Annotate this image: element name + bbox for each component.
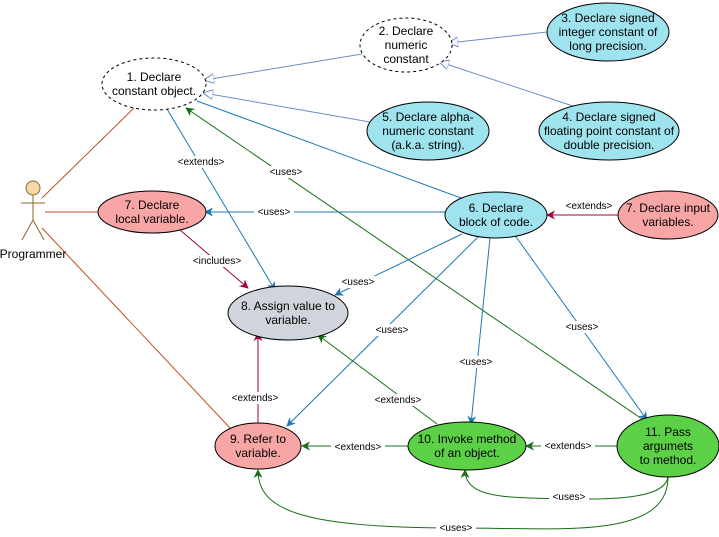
edge-n11-n1 (185, 107, 646, 422)
edge-label-includes-n7a-n8: <includes> (193, 256, 242, 267)
edge-n11-n9-curve (253, 469, 669, 530)
edge-actor-n9 (41, 227, 231, 429)
actor-programmer: Programmer (0, 180, 66, 261)
edge-label-uses-n6-n9: <uses> (376, 325, 409, 336)
edge-n10-n8 (317, 334, 438, 425)
edge-label-extends-n10-n8: <extends> (375, 395, 422, 406)
edge-n5-n1 (204, 93, 371, 123)
edge-label-uses-n6-n7a: <uses> (258, 207, 291, 218)
edge-n1-n8 (166, 108, 276, 291)
edge-n6-n1 (196, 100, 462, 199)
actor-figure-icon (21, 180, 45, 241)
edge-label-uses-n11-n1: <uses> (270, 167, 303, 178)
edge-label-uses-n6-n10: <uses> (460, 357, 493, 368)
edge-label-uses-n11-n10: <uses> (553, 492, 586, 503)
edge-n2-n1 (205, 53, 363, 80)
edge-n3-n2 (449, 31, 548, 43)
edge-actor-n1 (41, 107, 135, 199)
edge-label-extends-n9-n8: <extends> (232, 393, 279, 404)
edge-label-uses-n6-n8: <uses> (342, 277, 375, 288)
edge-n11-n10-curve (460, 469, 669, 500)
edge-label-extends-n11-n10: <extends> (545, 441, 592, 452)
edge-n4-n2 (440, 62, 586, 111)
edge-label-uses-n6-n11: <uses> (566, 322, 599, 333)
edge-label-extends-n1-n8: <extends> (178, 157, 225, 168)
edge-label-extends-n7b-n6: <extends> (566, 201, 613, 212)
actor-label: Programmer (0, 247, 66, 261)
edge-n6-n10 (467, 237, 491, 425)
edge-label-extends-n10-n9: <extends> (335, 442, 382, 453)
node-n5-label: 5. Declare alpha-numeric constant(a.k.a.… (382, 110, 474, 152)
edges: <extends> <uses> <uses> <extends> <inclu… (41, 31, 669, 534)
edge-label-uses-n11-n9: <uses> (440, 523, 473, 534)
node-n5: 5. Declare alpha-numeric constant(a.k.a.… (366, 101, 490, 161)
